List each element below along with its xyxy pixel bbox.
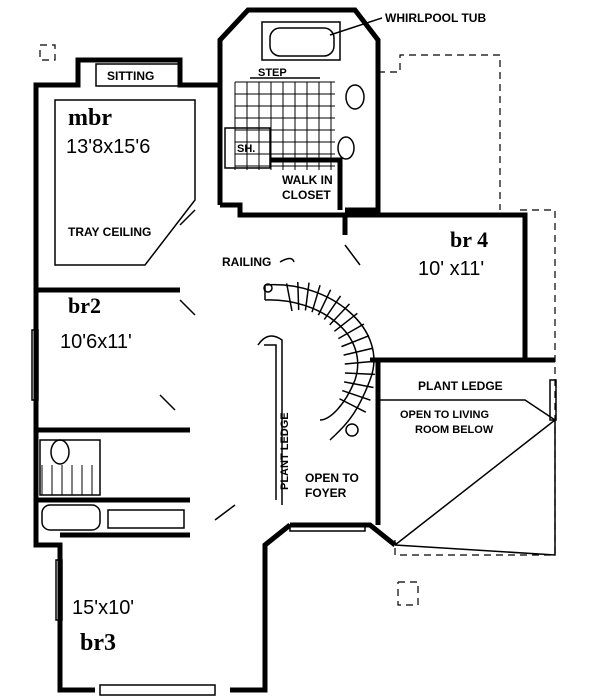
- interior-lines: [31, 21, 557, 696]
- br3-room-dims: 15'x10': [72, 597, 134, 619]
- open-to-foyer-label-2: FOYER: [305, 486, 347, 500]
- railing-label: RAILING: [222, 255, 271, 269]
- br4-room-dims: 10' x11': [418, 258, 484, 280]
- br2-room-dims: 10'6x11': [60, 331, 132, 353]
- open-to-living-label-2: ROOM BELOW: [415, 424, 494, 436]
- plant-ledge-right-label: PLANT LEDGE: [418, 379, 503, 393]
- bath-tile-grid: [41, 81, 335, 495]
- mbr-room-name: mbr: [68, 105, 112, 131]
- doors: [159, 209, 361, 521]
- walk-in-closet-label-2: CLOSET: [282, 188, 331, 202]
- br2-room-name: br2: [68, 293, 101, 318]
- br4-room-name: br 4: [450, 227, 488, 252]
- plant-ledge-vertical-label: PLANT LEDGE: [279, 412, 291, 490]
- tray-ceiling-label: TRAY CEILING: [68, 225, 151, 239]
- step-label: STEP: [258, 67, 287, 79]
- br3-room-name: br3: [80, 630, 116, 656]
- lower-floor-outline: [39, 44, 556, 606]
- open-to-foyer-label: OPEN TO: [305, 471, 359, 485]
- walk-in-closet-label: WALK IN: [282, 173, 333, 187]
- mbr-room-dims: 13'8x15'6: [66, 136, 150, 158]
- shower-label: SH.: [237, 143, 255, 155]
- open-to-living-label: OPEN TO LIVING: [400, 409, 489, 421]
- walls: [33, 7, 555, 693]
- sitting-label: SITTING: [107, 69, 154, 83]
- spiral-staircase: [263, 282, 375, 441]
- whirlpool-tub-label: WHIRLPOOL TUB: [385, 11, 486, 25]
